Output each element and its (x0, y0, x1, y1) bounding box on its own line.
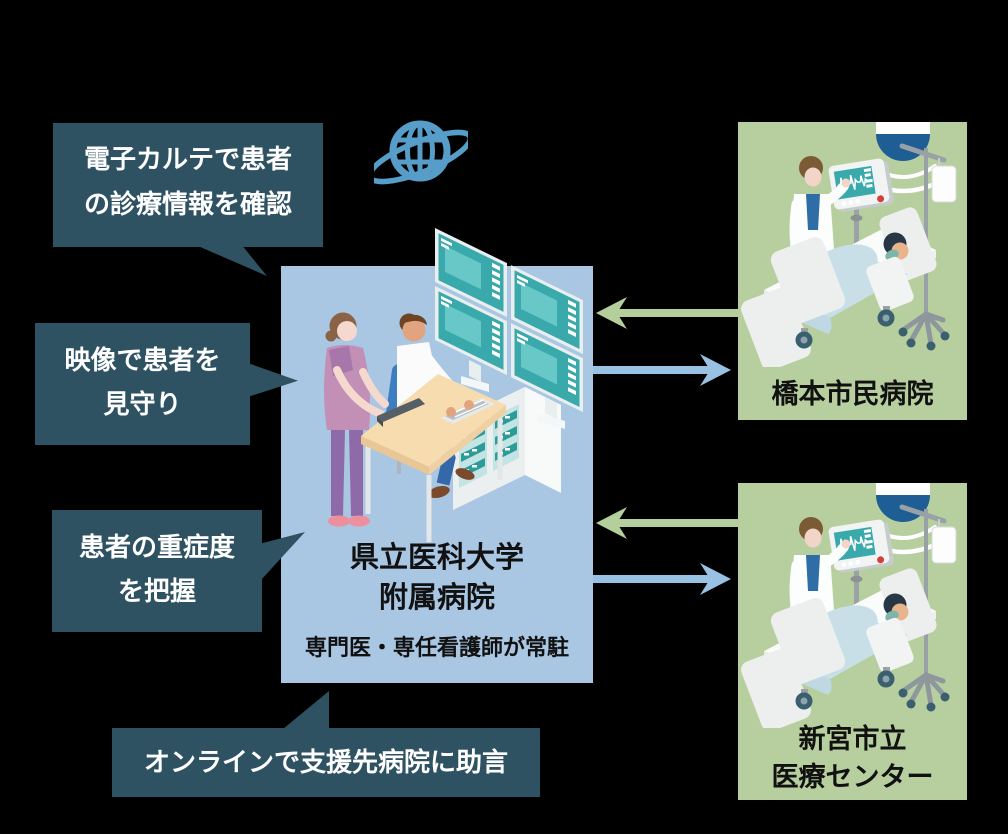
hospital-name-label: 橋本市民病院 (738, 372, 967, 411)
callout-tail (197, 246, 267, 276)
callout-tail (283, 691, 329, 729)
center-hospital-subtitle: 専門医・専任看護師が常駐 (304, 635, 569, 660)
callout-line: を把握 (117, 576, 196, 606)
callout-line: 電子カルテで患者 (83, 144, 292, 174)
clipboard (377, 398, 425, 427)
callout-line: の診療情報を確認 (83, 189, 292, 219)
center-hospital-title-line: 県立医科大学 (349, 542, 524, 574)
desk (361, 374, 506, 542)
hospital-name-label: 新宮市立 医療センター (738, 720, 967, 796)
arrow-incoming-top (596, 297, 742, 329)
callout-video-monitoring: 映像で患者を 見守り (35, 323, 250, 445)
monitor-stand (545, 397, 557, 419)
callout-line: 映像で患者を (64, 345, 221, 375)
arrow-outgoing-bottom (593, 563, 731, 595)
arrow-incoming-bottom (596, 507, 742, 539)
callout-line: 見守り (103, 389, 182, 419)
panel-hashimoto-hospital: 橋本市民病院 (738, 122, 967, 420)
nurse-standing (324, 312, 389, 527)
center-hospital-title-line: 附属病院 (378, 582, 495, 614)
monitor-wall (435, 227, 583, 413)
control-room-illustration (324, 227, 583, 542)
callout-online-advice: オンラインで支援先病院に助言 (112, 728, 540, 797)
hospital-room-illustration (738, 122, 967, 367)
callout-line: 患者の重症度 (78, 532, 235, 562)
hospital-room-illustration (738, 483, 967, 728)
hospital-name-line: 橋本市民病院 (771, 379, 934, 409)
hospital-name-line: 医療センター (771, 762, 934, 792)
center-hospital-title: 県立医科大学 附属病院 (281, 538, 593, 618)
callout-severity-grasp: 患者の重症度 を把握 (52, 510, 262, 632)
hospital-name-line: 新宮市立 (798, 724, 907, 754)
arrow-outgoing-top (593, 354, 731, 386)
panel-shingu-medical-center: 新宮市立 医療センター (738, 483, 967, 800)
monitor-stand (469, 360, 481, 382)
callout-ehr-check: 電子カルテで患者 の診療情報を確認 (53, 123, 323, 247)
globe-network-icon (374, 120, 468, 185)
